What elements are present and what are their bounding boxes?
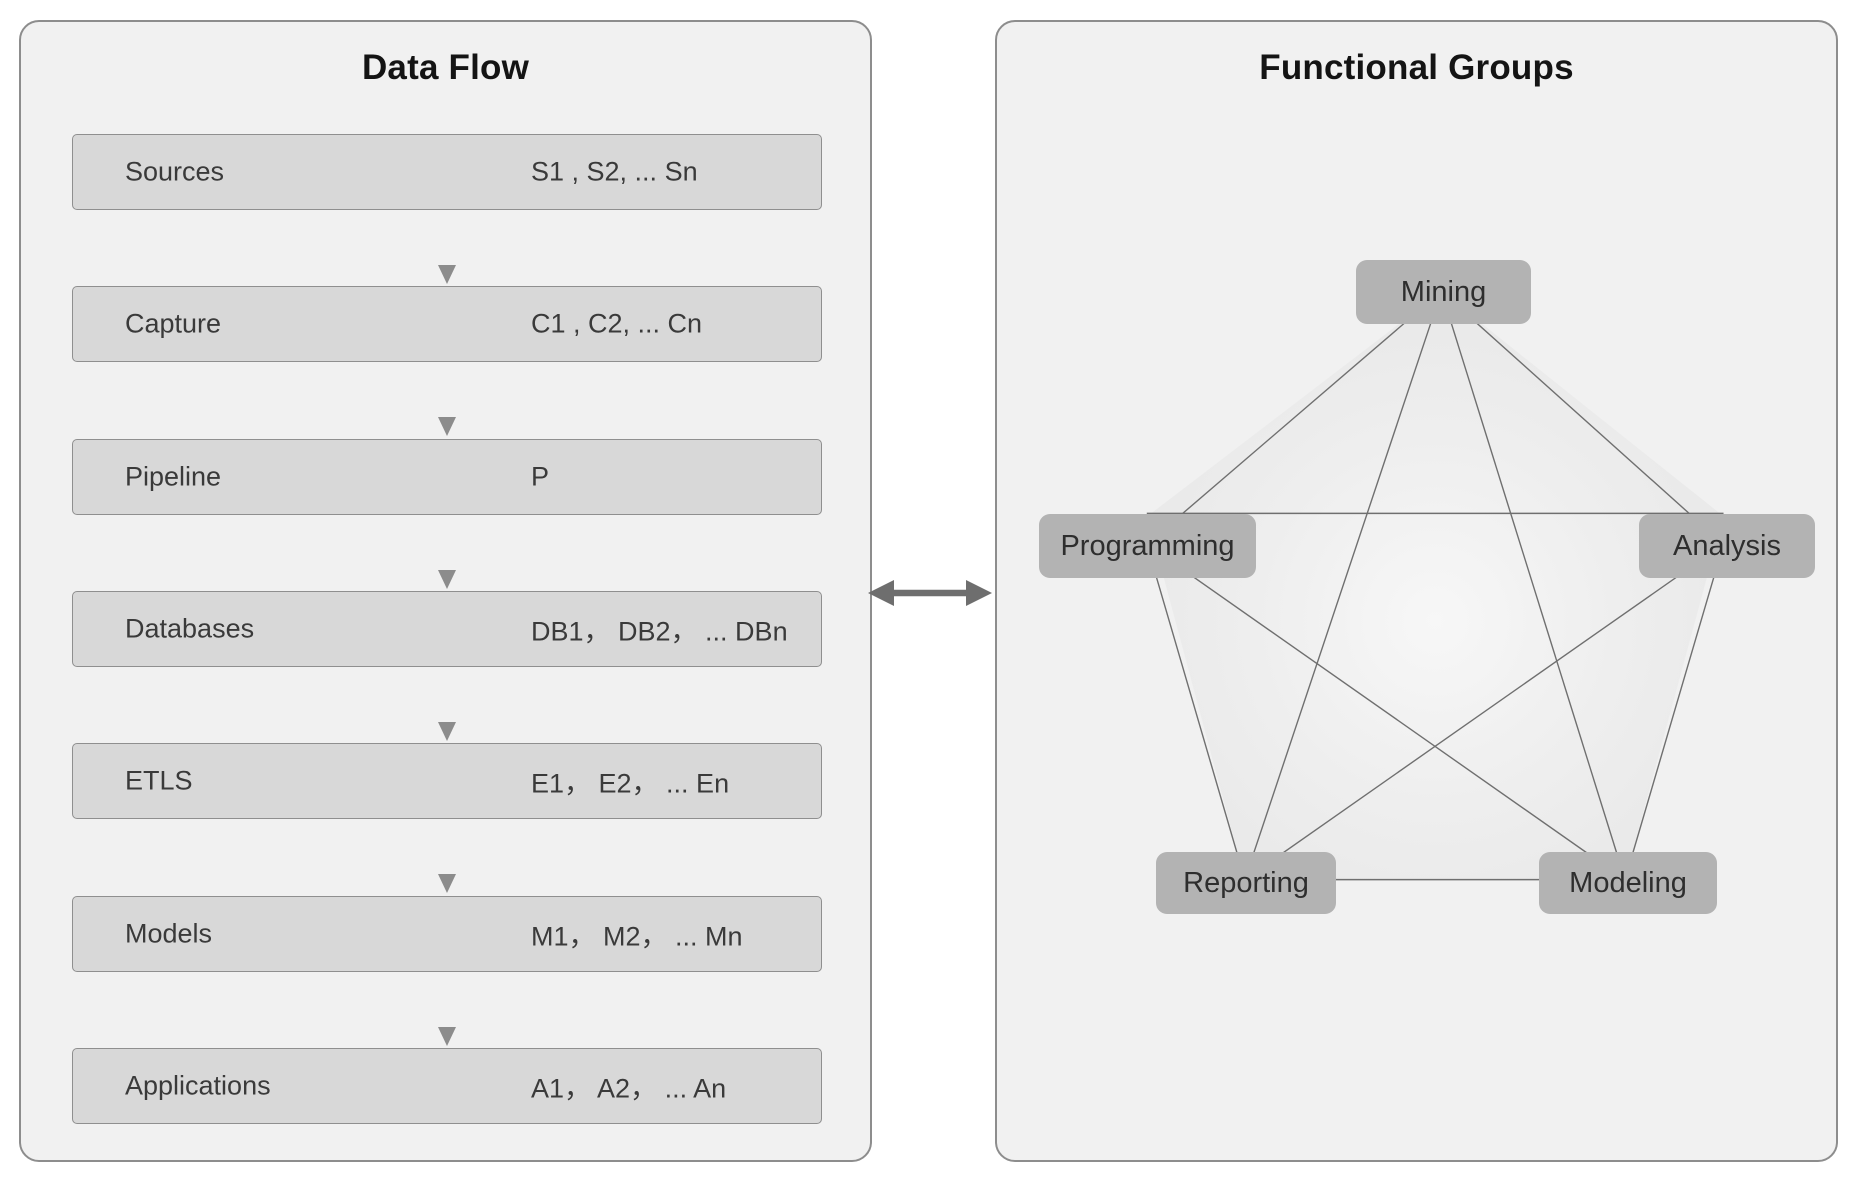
edge-analysis-modeling (1624, 544, 1725, 880)
flow-row-pipeline: Pipeline P (72, 439, 822, 515)
flow-row-value: A1， A2， ... An (531, 1073, 727, 1104)
flow-row-label: Applications (125, 1070, 271, 1101)
edge-mining-programming (1146, 290, 1442, 545)
node-modeling: Modeling (1539, 852, 1717, 914)
flow-row-value: C1 , C2, ... Cn (531, 308, 703, 339)
flow-row-models: Models M1， M2， ... Mn (72, 896, 822, 972)
arrow-down-icon (438, 212, 456, 284)
arrow-down-icon (438, 821, 456, 893)
node-label: Modeling (1569, 866, 1687, 899)
node-analysis: Analysis (1639, 514, 1815, 578)
flow-row-databases: Databases DB1， DB2， ... DBn (72, 591, 822, 667)
flow-row-label: Models (125, 918, 213, 949)
arrow-down-icon (438, 517, 456, 589)
flow-row-value: P (531, 461, 550, 492)
node-label: Mining (1400, 275, 1487, 308)
node-label: Analysis (1673, 529, 1781, 562)
arrow-down-icon (438, 669, 456, 741)
flow-row-label: Capture (125, 308, 222, 339)
arrow-down-icon (438, 974, 456, 1046)
node-programming: Programming (1039, 514, 1256, 578)
functional-groups-title: Functional Groups (1259, 48, 1574, 87)
edge-analysis-reporting (1244, 543, 1724, 881)
double-arrow-icon (868, 580, 992, 606)
node-reporting: Reporting (1156, 852, 1336, 914)
node-label: Reporting (1183, 866, 1309, 899)
functional-groups-panel: Functional Groups Mining (995, 20, 1838, 1162)
flow-row-label: Sources (125, 156, 225, 187)
arrow-down-icon (438, 364, 456, 436)
flow-row-value: E1， E2， ... En (531, 768, 730, 799)
network-graph (1146, 290, 1725, 881)
flow-row-value: DB1， DB2， ... DBn (531, 616, 788, 647)
edge-mining-analysis (1440, 290, 1725, 545)
node-mining: Mining (1356, 260, 1531, 324)
pentagon-fill (1147, 291, 1724, 880)
edge-programming-reporting (1146, 544, 1246, 880)
flow-row-label: Databases (125, 613, 255, 644)
node-label: Programming (1060, 529, 1235, 562)
flow-row-value: S1 , S2, ... Sn (531, 156, 698, 187)
edge-mining-modeling (1440, 291, 1626, 880)
edge-mining-reporting (1244, 291, 1443, 880)
flow-row-etls: ETLS E1， E2， ... En (72, 743, 822, 819)
flow-row-sources: Sources S1 , S2, ... Sn (72, 134, 822, 210)
edge-programming-modeling (1146, 543, 1626, 881)
flow-row-label: ETLS (125, 765, 193, 796)
data-flow-panel: Data Flow Sources S1 , S2, ... Sn Captur… (19, 20, 872, 1162)
flow-row-applications: Applications A1， A2， ... An (72, 1048, 822, 1124)
flow-row-value: M1， M2， ... Mn (531, 921, 743, 952)
data-flow-title: Data Flow (361, 48, 530, 87)
flow-row-label: Pipeline (125, 461, 222, 492)
flow-row-capture: Capture C1 , C2, ... Cn (72, 286, 822, 362)
